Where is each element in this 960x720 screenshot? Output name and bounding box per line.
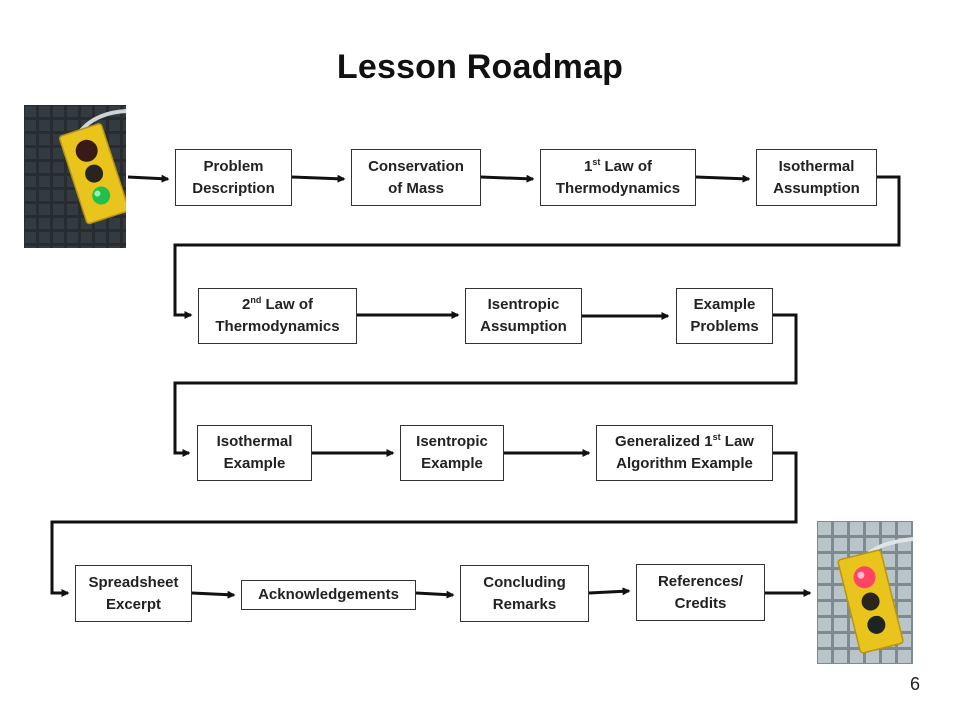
arrow-row2-to-isothermal-example xyxy=(173,313,798,457)
arrow-row3-to-spreadsheet xyxy=(50,451,798,597)
step-acknowledgements: Acknowledgements xyxy=(241,580,416,610)
traffic-light-red-icon xyxy=(817,521,913,664)
arrow-row1-to-second-law xyxy=(173,175,901,319)
arrow-start-to-problem xyxy=(127,174,170,183)
arrow-problem-to-mass xyxy=(291,174,346,183)
arrow-first-law-to-isothermal xyxy=(695,174,751,183)
traffic-light-green-icon xyxy=(24,105,126,248)
arrow-concluding-to-references xyxy=(588,587,631,596)
arrow-spreadsheet-to-ack xyxy=(191,590,236,599)
page-title: Lesson Roadmap xyxy=(336,48,624,86)
page-number: 6 xyxy=(909,674,920,694)
arrow-mass-to-first-law xyxy=(480,174,535,183)
arrow-ack-to-concluding xyxy=(415,590,455,599)
step-references-credits: References/Credits xyxy=(636,564,765,621)
